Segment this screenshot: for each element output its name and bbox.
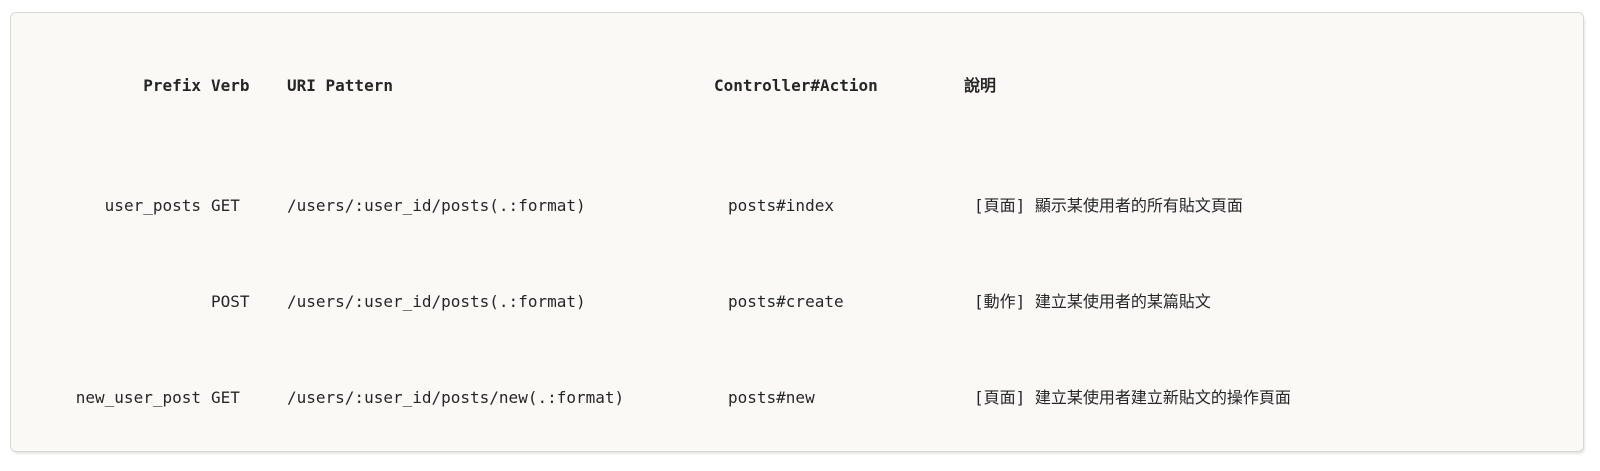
route-controller-action: posts#create — [728, 292, 844, 311]
routes-table-header: Prefix Verb URI Pattern Controller#Actio… — [11, 74, 1583, 98]
column-header-description: 說明 — [964, 76, 997, 95]
routes-table-body: user_posts GET /users/:user_id/posts(.:f… — [11, 146, 1583, 451]
column-header-controller-action: Controller#Action — [714, 76, 878, 95]
column-header-verb: Verb — [211, 76, 250, 95]
route-description: [頁面] 建立某使用者建立新貼文的操作頁面 — [974, 388, 1291, 407]
route-verb: GET — [211, 388, 240, 407]
column-header-prefix: Prefix — [143, 76, 201, 95]
table-row: new_user_post GET /users/:user_id/posts/… — [11, 386, 1583, 410]
route-uri-pattern: /users/:user_id/posts(.:format) — [287, 196, 586, 215]
route-verb: GET — [211, 196, 240, 215]
route-uri-pattern: /users/:user_id/posts/new(.:format) — [287, 388, 625, 407]
routes-table: Prefix Verb URI Pattern Controller#Actio… — [10, 12, 1584, 452]
route-controller-action: posts#index — [728, 196, 834, 215]
table-row: POST /users/:user_id/posts(.:format) pos… — [11, 290, 1583, 314]
route-prefix: user_posts — [104, 196, 201, 215]
column-header-uri-pattern: URI Pattern — [287, 76, 393, 95]
route-verb: POST — [211, 292, 250, 311]
route-controller-action: posts#new — [728, 388, 815, 407]
route-description: [頁面] 顯示某使用者的所有貼文頁面 — [974, 196, 1243, 215]
route-uri-pattern: /users/:user_id/posts(.:format) — [287, 292, 586, 311]
route-prefix: new_user_post — [75, 388, 201, 407]
table-row: user_posts GET /users/:user_id/posts(.:f… — [11, 194, 1583, 218]
route-description: [動作] 建立某使用者的某篇貼文 — [974, 292, 1211, 311]
